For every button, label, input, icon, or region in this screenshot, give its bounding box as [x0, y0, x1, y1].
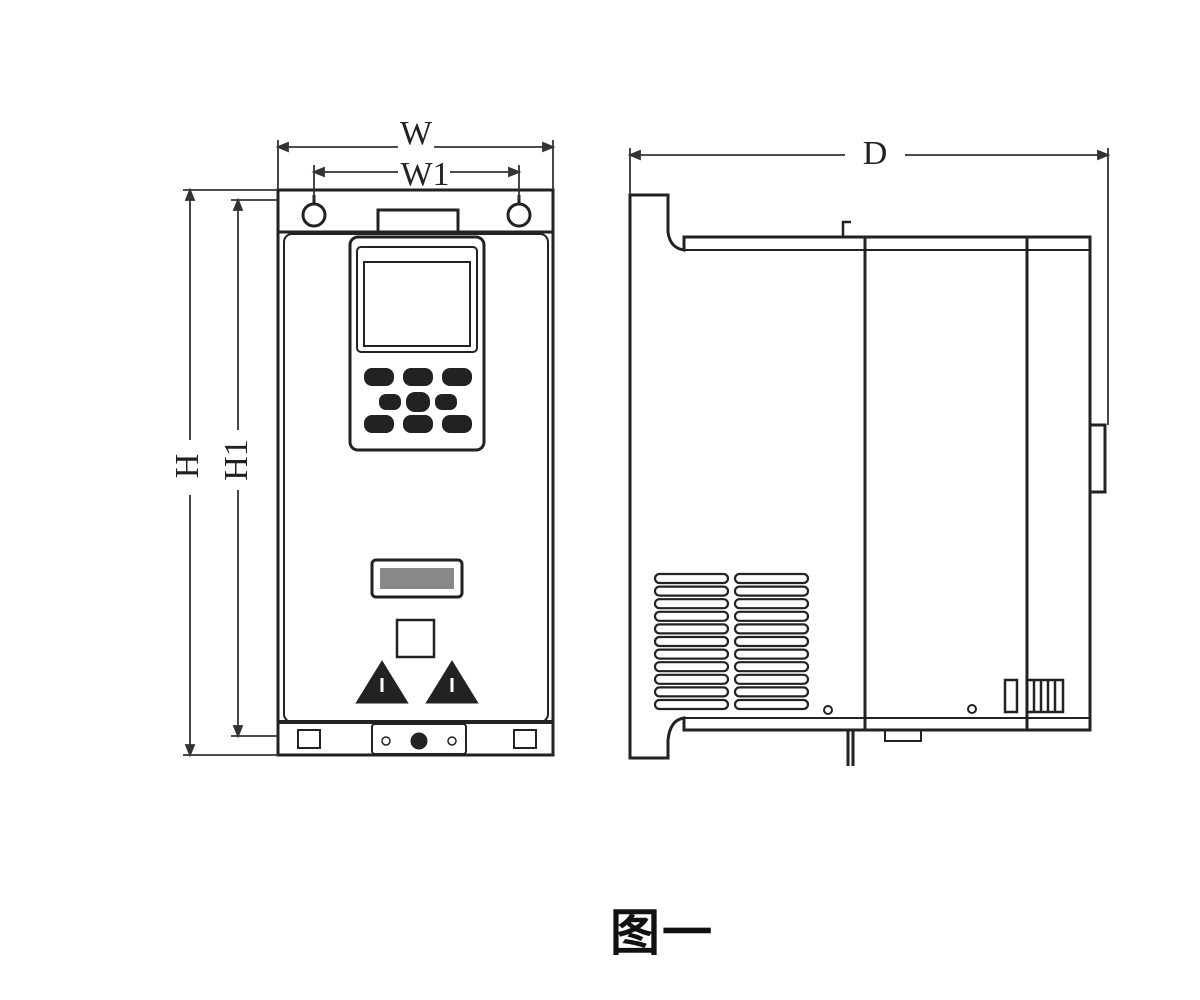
- vent-slot: [653, 686, 730, 698]
- side-dimensions: [627, 148, 1111, 425]
- vent-slot: [653, 635, 730, 648]
- label-h1: H1: [218, 439, 255, 481]
- vent-slot: [653, 610, 730, 622]
- key-button: [403, 415, 433, 433]
- side-connector: [1025, 678, 1065, 714]
- gland-hole: [410, 732, 428, 750]
- logo-mark: [380, 568, 454, 589]
- label-square: [395, 618, 436, 659]
- label-h: H: [169, 454, 206, 479]
- key-button: [379, 394, 401, 410]
- ventilation-slots: [653, 572, 810, 711]
- vent-slot: [653, 648, 730, 660]
- key-button: [442, 415, 472, 433]
- vent-slot: [653, 585, 730, 597]
- side-terminal: [1003, 678, 1019, 714]
- vent-slot: [733, 623, 810, 635]
- key-button: [364, 415, 394, 433]
- vent-slot: [733, 698, 810, 711]
- label-d: D: [863, 135, 888, 172]
- vent-slot: [653, 673, 730, 685]
- keypad-buttons: [364, 368, 472, 433]
- vent-slot: [733, 635, 810, 648]
- vent-slot: [733, 610, 810, 622]
- front-cover: [283, 233, 549, 723]
- label-w: W: [400, 115, 433, 152]
- vent-slot: [733, 686, 810, 698]
- vent-slot: [653, 661, 730, 673]
- vent-slot: [653, 698, 730, 711]
- key-button: [442, 368, 472, 386]
- display-frame: [356, 246, 478, 353]
- vent-slot: [733, 572, 810, 585]
- key-button: [364, 368, 394, 386]
- figure-caption: 图一: [610, 904, 714, 962]
- keypad-side-protrusion: [1088, 423, 1107, 494]
- display-screen: [363, 261, 471, 347]
- vent-slot: [653, 572, 730, 585]
- label-w1: W1: [400, 156, 449, 193]
- front-body-outline: [276, 188, 555, 757]
- keypad-clip: [376, 208, 460, 234]
- vent-slot: [733, 598, 810, 610]
- front-view: [276, 188, 555, 757]
- vent-slot: [733, 673, 810, 685]
- side-view: [628, 193, 1107, 766]
- key-button: [403, 368, 433, 386]
- vent-slot: [733, 661, 810, 673]
- vent-slot: [733, 648, 810, 660]
- vent-slot: [653, 598, 730, 610]
- side-body-outline: [628, 193, 1092, 760]
- bottom-gland-plate: [371, 723, 467, 755]
- keypad-panel: [348, 235, 486, 452]
- logo-plate: [370, 558, 464, 599]
- vent-slot: [733, 585, 810, 597]
- vent-slot: [653, 623, 730, 635]
- key-button: [406, 392, 430, 412]
- key-button: [435, 394, 457, 410]
